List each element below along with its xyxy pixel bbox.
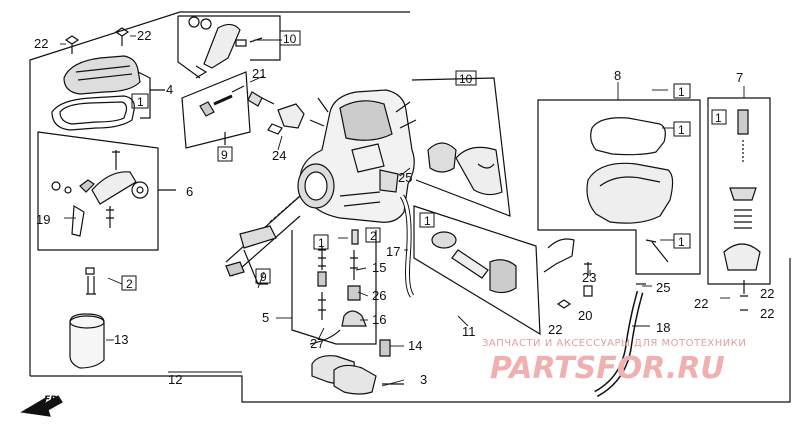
accelerator-pump-group	[413, 205, 541, 336]
callout-22: 22	[760, 286, 774, 301]
callout-9: 9	[260, 270, 267, 284]
callout-labels: 22 22 4 1 10 21 9 24 10 6 19 25 2 13 12 …	[34, 28, 774, 387]
callout-22: 22	[694, 296, 708, 311]
pump-cover-group	[411, 77, 511, 217]
callout-17: 17	[386, 244, 400, 259]
leader-lines	[60, 35, 745, 387]
callout-3: 3	[420, 372, 427, 387]
callout-1: 1	[715, 111, 722, 125]
front-direction-arrow	[20, 395, 63, 417]
callout-21: 21	[252, 66, 266, 81]
air-cut-valve-group	[707, 97, 771, 311]
assembly-frame	[29, 11, 791, 403]
drain-hose-18	[594, 283, 646, 398]
callout-14: 14	[408, 338, 422, 353]
callout-13: 13	[114, 332, 128, 347]
callout-5: 5	[262, 310, 269, 325]
callout-22: 22	[137, 28, 151, 43]
jet-needle-group	[181, 71, 251, 149]
callout-2: 2	[126, 277, 133, 291]
callout-9: 9	[221, 148, 228, 162]
callout-2: 2	[370, 229, 377, 243]
callout-7: 7	[736, 70, 743, 85]
callout-22: 22	[548, 322, 562, 337]
watermark-logo: PARTSFOR.RU	[490, 351, 725, 386]
callout-1: 1	[424, 214, 431, 228]
watermark-tagline: ЗАПЧАСТИ И АКСЕССУАРЫ ДЛЯ МОТОТЕХНИКИ	[482, 338, 746, 349]
callout-1: 1	[678, 85, 685, 99]
float-group	[311, 355, 404, 395]
callout-4: 4	[166, 82, 173, 97]
callout-12: 12	[168, 372, 182, 387]
reference-boxes	[121, 30, 727, 291]
callout-1: 1	[678, 235, 685, 249]
callout-24: 24	[272, 148, 286, 163]
callout-11: 11	[462, 324, 476, 339]
callout-1: 1	[678, 123, 685, 137]
callout-25: 25	[656, 280, 670, 295]
drain-plug-group	[69, 267, 105, 369]
carburetor-body	[297, 89, 417, 223]
front-direction-label: FR.	[44, 395, 61, 405]
needle-jet-group	[225, 195, 301, 285]
callout-16: 16	[372, 312, 386, 327]
callout-8: 8	[614, 68, 621, 83]
main-jet-group	[291, 229, 391, 357]
float-bowl-group	[537, 99, 701, 309]
callout-15: 15	[372, 260, 386, 275]
callout-10: 10	[283, 32, 297, 46]
callout-27: 27	[310, 336, 324, 351]
callout-25: 25	[398, 170, 412, 185]
callout-18: 18	[656, 320, 670, 335]
callout-1: 1	[137, 95, 144, 109]
throttle-stop-screw	[247, 91, 305, 135]
callout-20: 20	[578, 308, 592, 323]
callout-22: 22	[34, 36, 48, 51]
float-lever-group	[37, 131, 176, 251]
vent-hose-17	[399, 194, 415, 298]
callout-26: 26	[372, 288, 386, 303]
callout-19: 19	[36, 212, 50, 227]
watermark: ЗАПЧАСТИ И АКСЕССУАРЫ ДЛЯ МОТОТЕХНИКИ PA…	[482, 338, 746, 386]
callout-23: 23	[582, 270, 596, 285]
callout-1: 1	[318, 236, 325, 250]
callout-22: 22	[760, 306, 774, 321]
float-bowl-cover-group	[51, 27, 165, 131]
callout-10: 10	[459, 72, 473, 86]
callout-6: 6	[186, 184, 193, 199]
